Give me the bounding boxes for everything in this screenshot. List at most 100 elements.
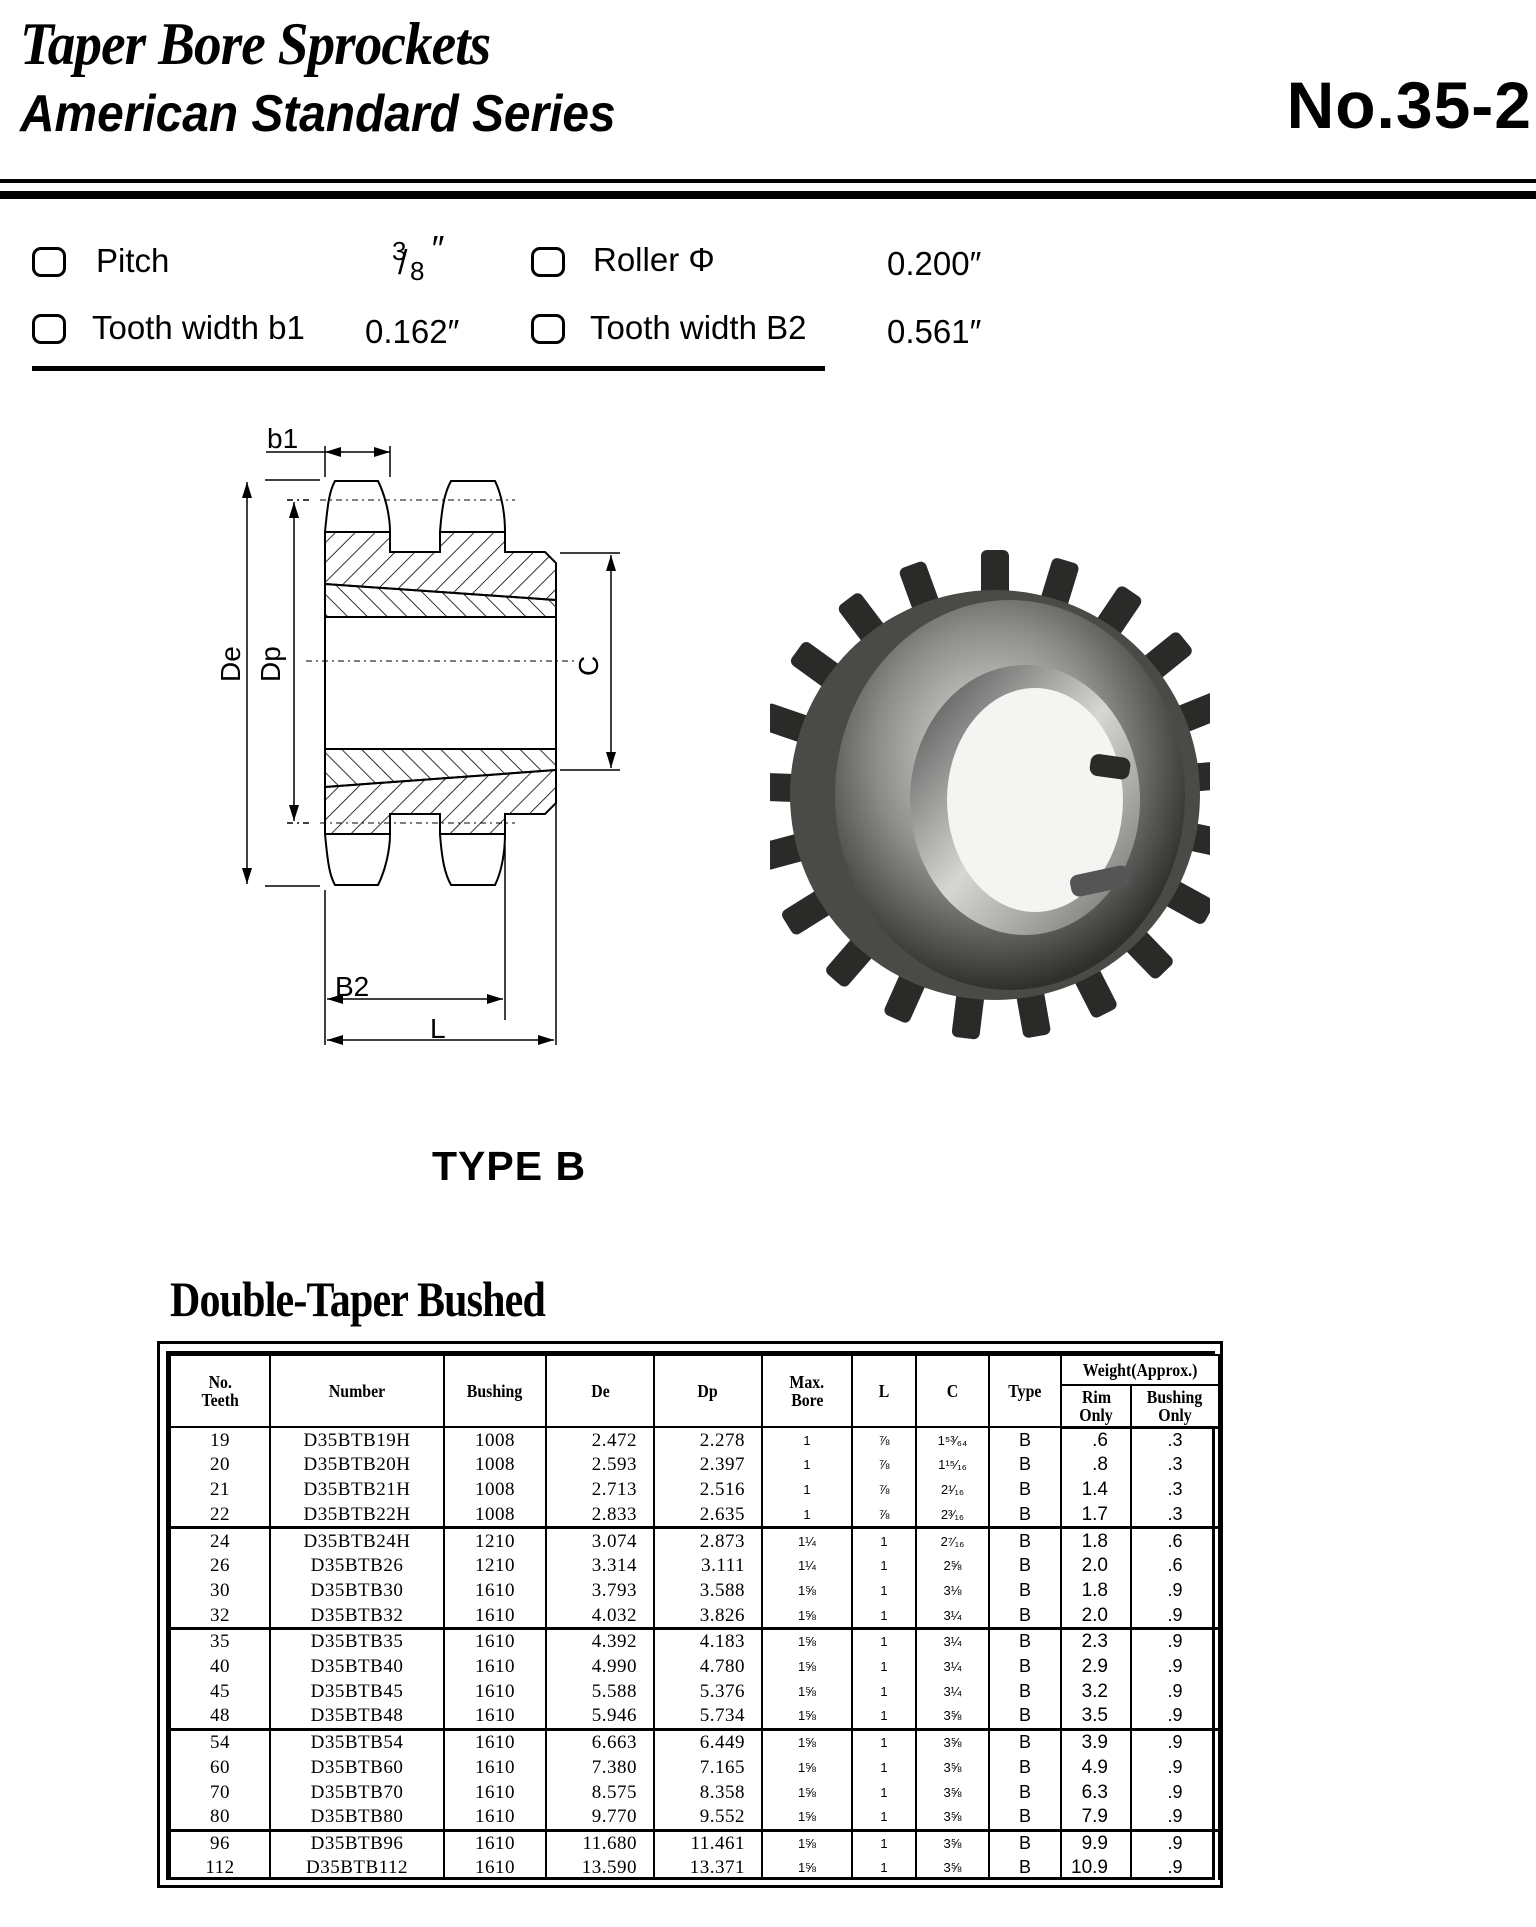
cell-l: 1: [851, 1552, 917, 1579]
cell-c: 3¼: [915, 1628, 990, 1654]
cell-de: 3.074: [545, 1527, 655, 1553]
cell-number: D35BTB60: [269, 1754, 445, 1780]
cell-number: D35BTB24H: [269, 1527, 445, 1553]
spec-label-b2: Tooth width B2: [590, 309, 807, 346]
cell-de: 4.032: [545, 1603, 655, 1631]
cell-max-bore: 1⅝: [761, 1754, 853, 1780]
cell-bush: .9: [1130, 1804, 1220, 1832]
cell-dp: 3.826: [653, 1603, 763, 1631]
cell-type: B: [988, 1578, 1062, 1604]
cell-l: 1: [851, 1729, 917, 1755]
cell-max-bore: 1⅝: [761, 1729, 853, 1755]
cell-rim: 7.9: [1060, 1804, 1132, 1832]
cell-teeth: 32: [169, 1603, 271, 1631]
cell-bush: .9: [1130, 1628, 1220, 1654]
col-header-dp: Dp: [653, 1354, 763, 1428]
cell-rim: 6.3: [1060, 1779, 1132, 1805]
cell-l: 1: [851, 1830, 917, 1856]
cell-c: 3⅝: [915, 1830, 990, 1856]
dim-label-l: L: [430, 1013, 446, 1044]
cell-bushing: 1008: [443, 1477, 547, 1503]
sprocket-photo: [770, 550, 1210, 1040]
cell-dp: 8.358: [653, 1779, 763, 1805]
cell-rim: .8: [1060, 1452, 1132, 1478]
cell-bush: .3: [1130, 1502, 1220, 1530]
dim-label-dp: Dp: [255, 646, 286, 682]
sprocket-section-drawing: b1 B2 L De Dp C: [215, 423, 620, 1045]
cell-type: B: [988, 1552, 1062, 1579]
dim-label-b2: B2: [335, 971, 369, 1002]
cell-type: B: [988, 1678, 1062, 1705]
cell-teeth: 70: [169, 1779, 271, 1805]
cell-dp: 5.376: [653, 1678, 763, 1705]
cell-rim: 1.7: [1060, 1502, 1132, 1530]
cell-l: 1: [851, 1678, 917, 1705]
cell-c: 3⅝: [915, 1779, 990, 1805]
cell-teeth: 48: [169, 1704, 271, 1731]
cell-max-bore: 1⅝: [761, 1855, 853, 1881]
cell-l: ⅞: [851, 1477, 917, 1503]
cell-rim: 1.4: [1060, 1477, 1132, 1503]
cell-bush: .9: [1130, 1855, 1220, 1881]
cell-rim: 4.9: [1060, 1754, 1132, 1780]
cell-type: B: [988, 1830, 1062, 1856]
cell-bushing: 1610: [443, 1628, 547, 1654]
cell-dp: 5.734: [653, 1704, 763, 1731]
cell-max-bore: 1⅝: [761, 1653, 853, 1679]
table-title: Double-Taper Bushed: [170, 1271, 546, 1327]
cell-teeth: 80: [169, 1804, 271, 1832]
cell-bush: .3: [1130, 1477, 1220, 1503]
cell-rim: 2.0: [1060, 1603, 1132, 1631]
col-header-bushing: Bushing: [443, 1354, 547, 1428]
header-divider-thick: [0, 191, 1536, 199]
cell-de: 5.946: [545, 1704, 655, 1731]
header-divider-thin: [0, 179, 1536, 183]
cell-bush: .9: [1130, 1603, 1220, 1631]
cell-number: D35BTB32: [269, 1603, 445, 1631]
cell-dp: 3.111: [653, 1552, 763, 1579]
cell-bush: .9: [1130, 1653, 1220, 1679]
cell-c: 2¹⁄₁₆: [915, 1477, 990, 1503]
cell-bushing: 1610: [443, 1578, 547, 1604]
cell-bush: .6: [1130, 1527, 1220, 1553]
spec-value-b2: 0.561″: [887, 313, 982, 350]
cell-bushing: 1610: [443, 1653, 547, 1679]
cell-teeth: 96: [169, 1830, 271, 1856]
cell-bushing: 1610: [443, 1678, 547, 1705]
spec-value-roller: 0.200″: [887, 245, 982, 282]
cell-max-bore: 1⅝: [761, 1804, 853, 1832]
checkbox-icon: [32, 314, 66, 344]
cell-c: 3⅛: [915, 1578, 990, 1604]
cell-l: ⅞: [851, 1427, 917, 1453]
cell-teeth: 45: [169, 1678, 271, 1705]
cell-max-bore: 1⅝: [761, 1678, 853, 1705]
cell-max-bore: 1⅝: [761, 1704, 853, 1731]
cell-dp: 6.449: [653, 1729, 763, 1755]
cell-max-bore: 1⅝: [761, 1779, 853, 1805]
cell-dp: 2.873: [653, 1527, 763, 1553]
cell-c: 3⅝: [915, 1704, 990, 1731]
cell-type: B: [988, 1628, 1062, 1654]
cell-l: ⅞: [851, 1502, 917, 1530]
col-header-max-bore: Max.Bore: [761, 1354, 853, 1428]
cell-dp: 7.165: [653, 1754, 763, 1780]
cell-number: D35BTB54: [269, 1729, 445, 1755]
dim-label-b1: b1: [267, 423, 298, 454]
cell-l: 1: [851, 1779, 917, 1805]
cell-de: 9.770: [545, 1804, 655, 1832]
cell-c: 1¹⁵⁄₁₆: [915, 1452, 990, 1478]
cell-bushing: 1008: [443, 1502, 547, 1530]
cell-rim: 3.9: [1060, 1729, 1132, 1755]
cell-l: ⅞: [851, 1452, 917, 1478]
cell-de: 7.380: [545, 1754, 655, 1780]
cell-l: 1: [851, 1754, 917, 1780]
cell-c: 3⅝: [915, 1804, 990, 1832]
spec-value-pitch-unit: ″: [430, 228, 443, 269]
